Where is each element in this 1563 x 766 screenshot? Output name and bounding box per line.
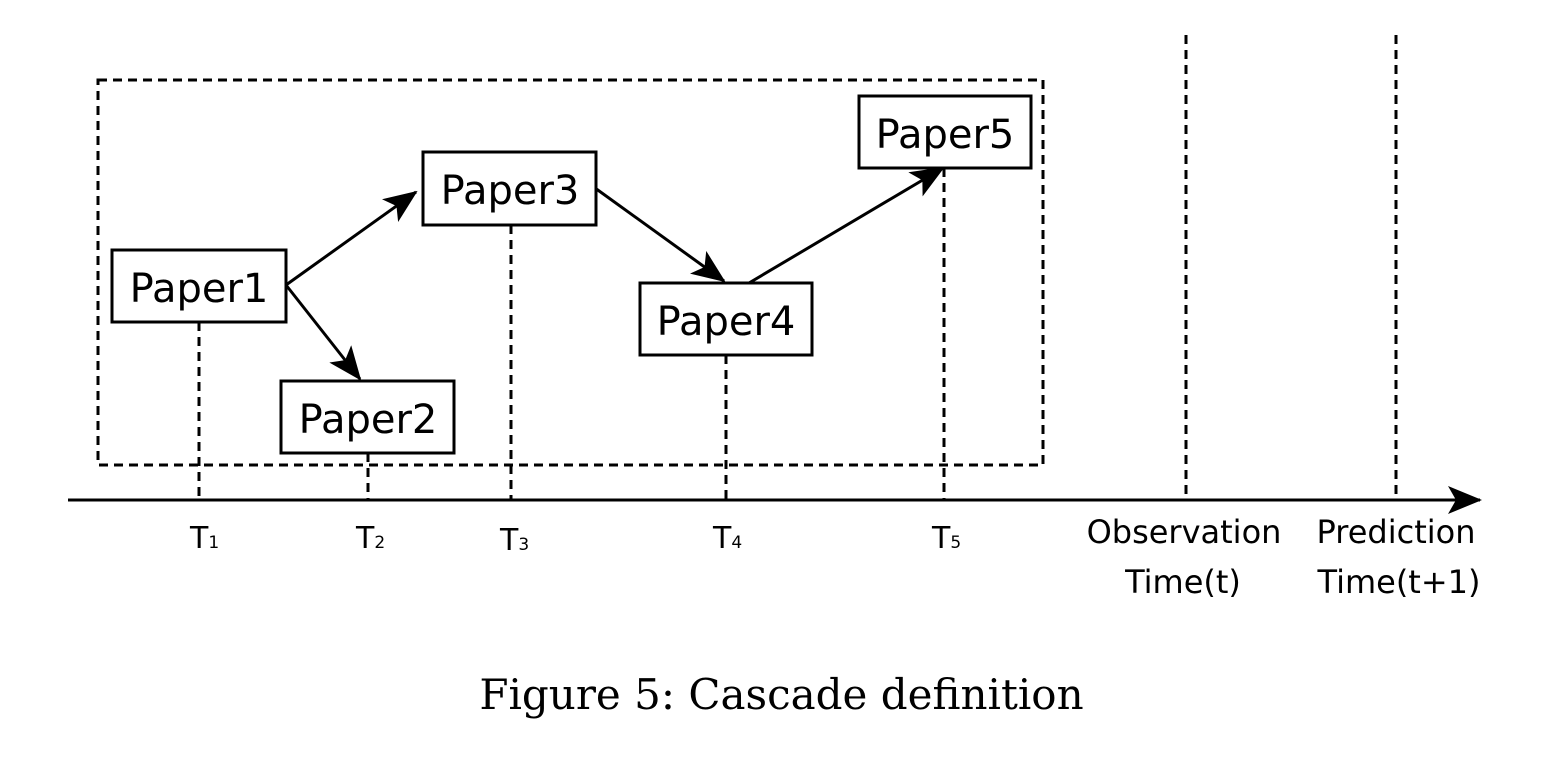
tick-label-t2: T2: [355, 521, 385, 556]
prediction-label-line1: Prediction: [1317, 513, 1476, 551]
paper-node-4: Paper4: [638, 281, 814, 357]
paper-label-1: Paper1: [130, 266, 269, 312]
tick-letter: T: [355, 521, 375, 556]
paper-label-2: Paper2: [299, 397, 438, 443]
tick-subscript: 4: [731, 533, 742, 553]
tick-letter: T: [189, 521, 209, 556]
prediction-label-line2: Time(t+1): [1317, 563, 1481, 601]
tick-subscript: 3: [518, 535, 529, 555]
paper-label-5: Paper5: [876, 112, 1015, 158]
tick-subscript: 1: [208, 533, 219, 553]
paper-label-3: Paper3: [441, 168, 580, 214]
figure-caption: Figure 5: Cascade definition: [479, 670, 1084, 719]
tick-label-t3: T3: [499, 523, 529, 558]
paper-node-3: Paper3: [421, 150, 598, 227]
edge-paper1-paper3: [285, 190, 418, 287]
tick-label-t4: T4: [712, 521, 742, 556]
paper-label-4: Paper4: [657, 299, 796, 345]
observation-label-line2: Time(t): [1124, 563, 1241, 601]
edge-paper3-paper4: [594, 186, 726, 283]
edge-paper1-paper2: [284, 284, 362, 381]
paper-node-1: Paper1: [110, 248, 288, 324]
tick-subscript: 2: [374, 533, 385, 553]
paper-node-5: Paper5: [857, 94, 1033, 170]
tick-subscript: 5: [950, 533, 961, 553]
tick-label-t1: T1: [189, 521, 219, 556]
tick-label-t5: T5: [931, 521, 961, 556]
edge-paper4-paper5: [748, 166, 945, 285]
tick-letter: T: [931, 521, 951, 556]
cascade-window: [96, 78, 1045, 467]
tick-letter: T: [499, 523, 519, 558]
tick-letter: T: [712, 521, 732, 556]
paper-node-2: Paper2: [279, 379, 456, 455]
observation-label-line1: Observation: [1087, 513, 1282, 551]
